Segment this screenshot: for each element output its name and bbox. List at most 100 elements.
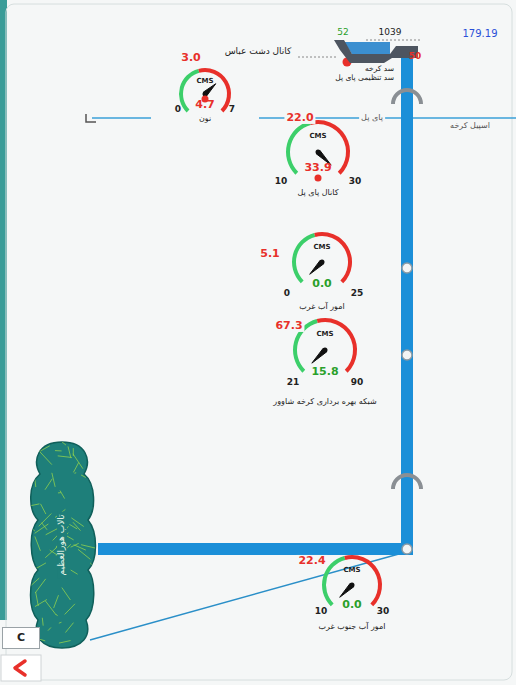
flow-value: 4.7 <box>195 99 215 111</box>
gauge-title: کانال پای پل <box>264 189 372 198</box>
mode-box: C <box>2 627 40 649</box>
needle-hub <box>350 583 355 588</box>
flow-value: 15.8 <box>311 366 338 378</box>
vegetation-stroke <box>65 604 75 615</box>
vegetation-stroke <box>65 623 73 633</box>
scale-max: 30 <box>349 177 362 187</box>
dam-caption: سد کرخهسد تنظیمی پای پل <box>335 64 394 82</box>
setpoint-value: 3.0 <box>179 52 203 64</box>
vegetation-stroke <box>45 479 52 490</box>
vegetation-stroke <box>35 536 41 550</box>
wetland-name: تالاب هورالعظیم <box>57 511 67 578</box>
info-label: کانال دشت عباس <box>225 47 292 57</box>
vegetation-stroke <box>26 612 32 625</box>
info-label: پای پل <box>359 114 385 123</box>
flow-value: 0.0 <box>342 599 362 611</box>
vegetation-stroke <box>81 475 86 477</box>
needle-hub <box>323 348 328 353</box>
vegetation-stroke <box>39 451 52 465</box>
dam-body <box>334 40 418 63</box>
info-label: 179.19 <box>463 28 498 39</box>
vegetation-stroke <box>28 517 30 532</box>
vegetation-stroke <box>73 454 83 469</box>
vegetation-stroke <box>29 527 34 531</box>
vegetation-stroke <box>56 614 57 616</box>
vegetation-stroke <box>45 546 58 557</box>
flow-gauge: 67.3CMS15.82190شبکه بهره برداری کرخه شاو… <box>265 290 385 410</box>
vegetation-stroke <box>37 446 50 453</box>
vegetation-stroke <box>81 545 95 548</box>
scale-max: 7 <box>229 105 235 115</box>
scale-min: 0 <box>284 289 290 299</box>
status-dot <box>315 175 322 182</box>
gauge-arc-red <box>314 232 352 283</box>
scale-min: 21 <box>287 378 300 388</box>
vegetation-stroke <box>86 639 90 650</box>
gauge-needle <box>203 84 215 96</box>
info-label: 1039 <box>379 28 402 38</box>
flow-value: 0.0 <box>312 278 332 290</box>
setpoint-value: 22.0 <box>284 112 315 124</box>
gauge-needle <box>310 260 324 274</box>
bridge-arch <box>393 475 421 489</box>
vegetation-stroke <box>73 462 78 472</box>
info-label: 50 <box>409 52 422 62</box>
valve-symbol <box>402 350 412 360</box>
vegetation-stroke <box>93 621 98 625</box>
unit-text: CMS <box>313 244 330 252</box>
vegetation-stroke <box>55 450 62 451</box>
dam-name: سد تنظیمی پای پل <box>335 73 394 82</box>
flow-gauge: 22.4CMS0.01030امور آب جنوب غرب <box>292 525 412 645</box>
vegetation-stroke <box>35 563 46 569</box>
vegetation-stroke <box>26 504 39 507</box>
setpoint-value: 67.3 <box>273 320 304 332</box>
needle-hub <box>320 260 325 265</box>
vegetation-stroke <box>93 508 95 509</box>
vegetation-stroke <box>41 504 46 514</box>
vegetation-stroke <box>71 543 79 547</box>
gauge-title: امور آب غرب <box>268 303 376 312</box>
vegetation-stroke <box>26 440 38 448</box>
vegetation-stroke <box>62 588 71 600</box>
vegetation-stroke <box>42 618 44 626</box>
vegetation-stroke <box>48 627 51 630</box>
vegetation-stroke <box>59 641 71 644</box>
flow-gauge: 22.0CMS33.91030کانال پای پل <box>258 92 378 212</box>
vegetation-stroke <box>41 523 47 530</box>
bridge-arch <box>393 90 421 104</box>
vegetation-stroke <box>39 514 52 527</box>
unit-text: CMS <box>316 331 333 339</box>
gauge-needle <box>312 348 327 363</box>
setpoint-value: 22.4 <box>296 555 327 567</box>
vegetation-stroke <box>52 473 55 487</box>
vegetation-stroke <box>58 456 72 458</box>
vegetation-stroke <box>90 563 95 568</box>
flow-gauge: 5.1CMS0.0025امور آب غرب <box>262 202 382 322</box>
scale-min: 10 <box>275 177 288 187</box>
vegetation-stroke <box>35 579 46 593</box>
vegetation-stroke <box>31 578 39 585</box>
vegetation-stroke <box>71 570 78 574</box>
unit-text: CMS <box>196 78 213 86</box>
vegetation-stroke <box>78 549 90 559</box>
panel-border <box>6 4 512 680</box>
vegetation-stroke <box>60 491 65 499</box>
valve-symbol <box>402 263 412 273</box>
gauge-dial <box>265 290 385 410</box>
vegetation-stroke <box>28 472 34 478</box>
vegetation-stroke <box>74 472 76 473</box>
vegetation-stroke <box>58 492 61 493</box>
vegetation-stroke <box>68 446 71 458</box>
dam-name: سد کرخه <box>335 64 394 73</box>
line-end-symbol <box>86 114 96 122</box>
gauge-title: امور آب جنوب غرب <box>298 623 406 632</box>
info-label: 52 <box>337 28 348 38</box>
gauge-title: نون <box>151 115 259 124</box>
back-button <box>1 655 41 681</box>
vegetation-stroke <box>34 475 35 487</box>
vegetation-stroke <box>71 518 83 527</box>
setpoint-value: 5.1 <box>258 248 282 260</box>
back-chevron <box>15 661 25 675</box>
flow-value: 33.9 <box>304 162 331 174</box>
vegetation-stroke <box>26 509 31 515</box>
